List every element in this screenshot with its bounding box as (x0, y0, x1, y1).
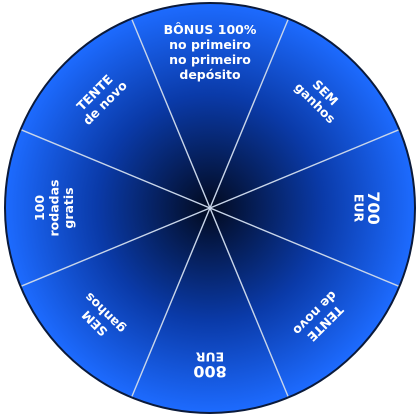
wheel-divider (130, 18, 211, 209)
wheel-segment-label-line: rodadas (47, 180, 62, 237)
wheel-divider (20, 128, 211, 209)
wheel-segment-label-line: no primeiro (169, 37, 251, 52)
wheel-segment-label-line: BÔNUS 100% (164, 22, 257, 37)
wheel-segment-label-line: gratis (61, 187, 76, 228)
wheel-segment-label-line: 100 (32, 195, 47, 221)
wheel-divider (209, 207, 400, 288)
wheel-segment-label-line: no primeiro (169, 52, 251, 67)
wheel-segment-label-line: EUR (351, 194, 366, 223)
wheel-dividers (20, 18, 400, 398)
wheel-divider (209, 207, 290, 398)
wheel-segment-label-line: EUR (195, 349, 224, 364)
wheel-divider (209, 18, 290, 209)
wheel-divider (130, 207, 211, 398)
wheel-segment-label-line: 800 (193, 362, 226, 381)
wheel-segment-label-line: 700 (364, 191, 383, 224)
wheel-rim (4, 2, 416, 414)
wheel-segment-label-line: depósito (179, 67, 241, 82)
wheel-divider (209, 128, 400, 209)
wheel-divider (20, 207, 211, 288)
